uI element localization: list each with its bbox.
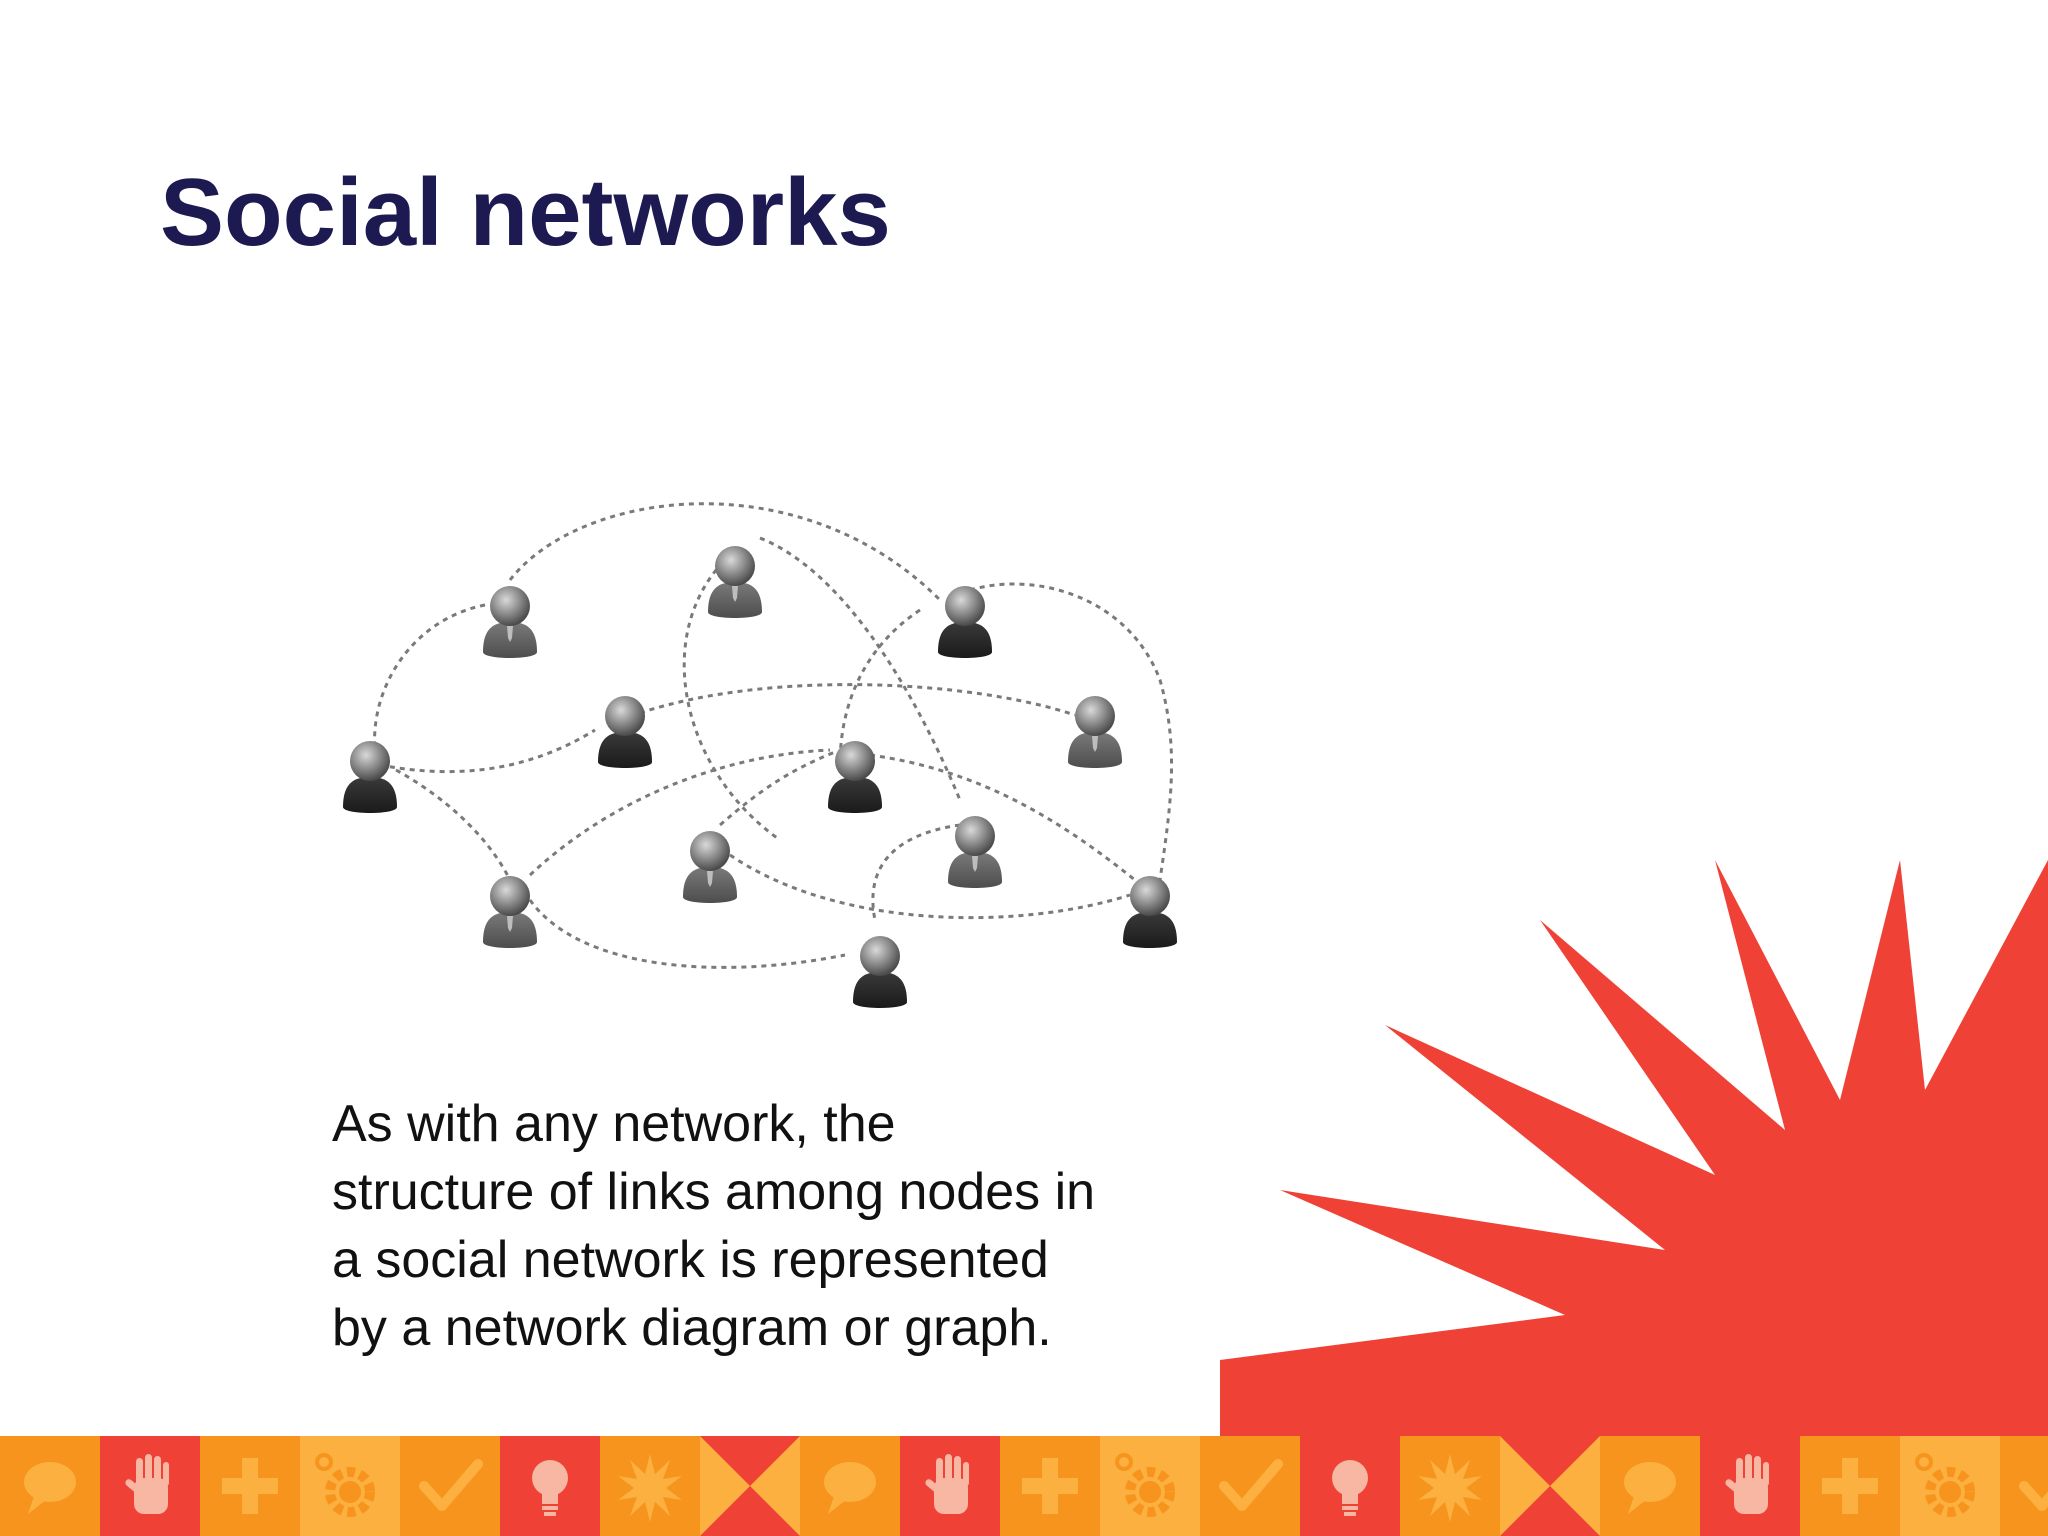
gear-icon: [1115, 1453, 1175, 1517]
person-icon: [598, 696, 652, 768]
checkmark-icon: [419, 1459, 483, 1511]
gear-icon: [1915, 1453, 1975, 1517]
footer-tile: [1400, 1436, 1500, 1536]
hand-icon: [925, 1454, 969, 1514]
person-icon: [483, 876, 537, 948]
footer-tile: [600, 1436, 700, 1536]
checkmark-icon: [2019, 1481, 2048, 1511]
plus-icon: [222, 1458, 278, 1514]
person-icon: [1068, 696, 1122, 768]
checkmark-icon: [1219, 1459, 1283, 1511]
person-icon: [853, 936, 907, 1008]
footer-tile: [1000, 1436, 1100, 1536]
network-people: [343, 546, 1177, 1008]
footer-tile: [500, 1436, 600, 1536]
body-line: As with any network, the: [332, 1095, 896, 1153]
lightbulb-icon: [1332, 1460, 1368, 1516]
footer-tile: [1600, 1436, 1700, 1536]
network-link: [729, 853, 1131, 920]
gear-icon: [315, 1453, 375, 1517]
lightbulb-icon: [532, 1460, 568, 1516]
speech-bubble-icon: [1624, 1462, 1676, 1514]
person-icon: [343, 741, 397, 813]
footer-tile: [100, 1436, 200, 1536]
starburst-icon: [618, 1454, 682, 1522]
hand-icon: [125, 1454, 169, 1514]
network-link: [395, 768, 512, 881]
starburst-icon: [1418, 1454, 1482, 1522]
body-line: by a network diagram or graph.: [332, 1299, 1052, 1357]
footer-tile: [400, 1436, 500, 1536]
starburst-shape: [1220, 860, 2048, 1436]
footer-icon-strip: [0, 1436, 2048, 1536]
footer-tile: [700, 1436, 800, 1536]
footer-tile: [1100, 1436, 1200, 1536]
slide-title: Social networks: [160, 159, 891, 266]
network-link: [639, 683, 1076, 717]
person-icon: [1123, 876, 1177, 948]
person-icon: [828, 741, 882, 813]
network-link: [373, 603, 486, 751]
person-icon: [948, 816, 1002, 888]
network-link: [838, 608, 921, 766]
network-link: [969, 582, 1174, 881]
network-link: [869, 753, 1136, 882]
footer-tile: [1800, 1436, 1900, 1536]
speech-bubble-icon: [824, 1462, 876, 1514]
hourglass-icon: [700, 1436, 800, 1536]
footer-tile: [0, 1436, 100, 1536]
footer-tile: [1900, 1436, 2000, 1536]
person-icon: [683, 831, 737, 903]
footer-tile: [900, 1436, 1000, 1536]
network-link: [682, 553, 781, 842]
footer-tile: [1200, 1436, 1300, 1536]
person-icon: [708, 546, 762, 618]
network-link: [528, 899, 846, 969]
speech-bubble-icon: [24, 1462, 76, 1514]
network-link: [719, 750, 836, 827]
footer-tile: [800, 1436, 900, 1536]
network-link: [759, 536, 962, 801]
network-link: [871, 823, 961, 921]
footer-tile: [300, 1436, 400, 1536]
network-link: [528, 748, 831, 877]
person-icon: [483, 586, 537, 658]
plus-icon: [1022, 1458, 1078, 1514]
person-icon: [938, 586, 992, 658]
body-line: a social network is represented: [332, 1231, 1049, 1289]
footer-tile: [1700, 1436, 1800, 1536]
hand-icon: [1725, 1454, 1769, 1514]
network-diagram: [343, 502, 1177, 1008]
network-link: [508, 502, 942, 602]
slide-body-text: As with any network, the structure of li…: [332, 1090, 1232, 1362]
footer-tile: [2000, 1436, 2048, 1536]
network-link: [379, 728, 596, 774]
plus-icon: [1822, 1458, 1878, 1514]
body-line: structure of links among nodes in: [332, 1163, 1096, 1221]
footer-tile: [200, 1436, 300, 1536]
network-links: [373, 502, 1174, 969]
footer-tile: [1300, 1436, 1400, 1536]
footer-tile: [1500, 1436, 1600, 1536]
hourglass-icon: [1500, 1436, 1600, 1536]
